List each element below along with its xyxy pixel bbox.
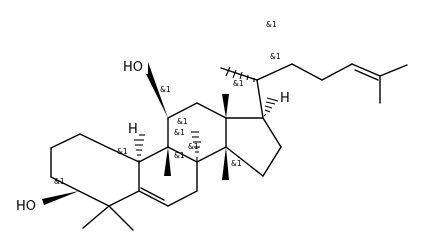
- ring-d: [225, 117, 282, 177]
- atom-labels: HO HO H H: [15, 58, 291, 214]
- stereo-marker: &1: [54, 177, 65, 186]
- hydrogen-label-c17: H: [280, 91, 290, 106]
- side-chain: [220, 63, 408, 119]
- stereo-marker: &1: [233, 79, 244, 88]
- stereo-marker: &1: [174, 151, 185, 160]
- hash-bond-c17-h: [263, 97, 279, 117]
- hydroxyl-label-left: HO: [16, 199, 36, 214]
- oh-wedge-c3: [42, 191, 79, 205]
- stereo-marker: &1: [177, 117, 188, 126]
- methyl-wedge-c14: [222, 147, 229, 180]
- stereo-marker: &1: [174, 128, 185, 137]
- stereo-marker: &1: [117, 147, 128, 156]
- hydrogen-label-c9: H: [128, 122, 138, 137]
- hydrogen-label-c8-bg: [199, 124, 211, 139]
- hash-bond-c20-methyl: [225, 66, 255, 82]
- oh-wedge-c11: [144, 62, 168, 118]
- ring-c: [167, 102, 227, 163]
- hydroxyl-label-top: HO: [123, 60, 143, 75]
- ring-b: [138, 146, 198, 207]
- stereo-marker: &1: [231, 159, 242, 168]
- methyl-wedge-c13: [222, 94, 229, 118]
- stereo-markers: &1 &1 &1 &1 &1 &1 &1 &1 &1 &1 &1: [54, 20, 281, 186]
- methyl-groups: [82, 94, 229, 231]
- methyl-wedge-c10: [164, 147, 171, 176]
- ring-a: [50, 133, 140, 207]
- stereo-marker: &1: [160, 85, 171, 94]
- stereo-marker: &1: [270, 52, 281, 61]
- stereo-marker: &1: [188, 142, 199, 151]
- stereo-marker: &1: [266, 20, 277, 29]
